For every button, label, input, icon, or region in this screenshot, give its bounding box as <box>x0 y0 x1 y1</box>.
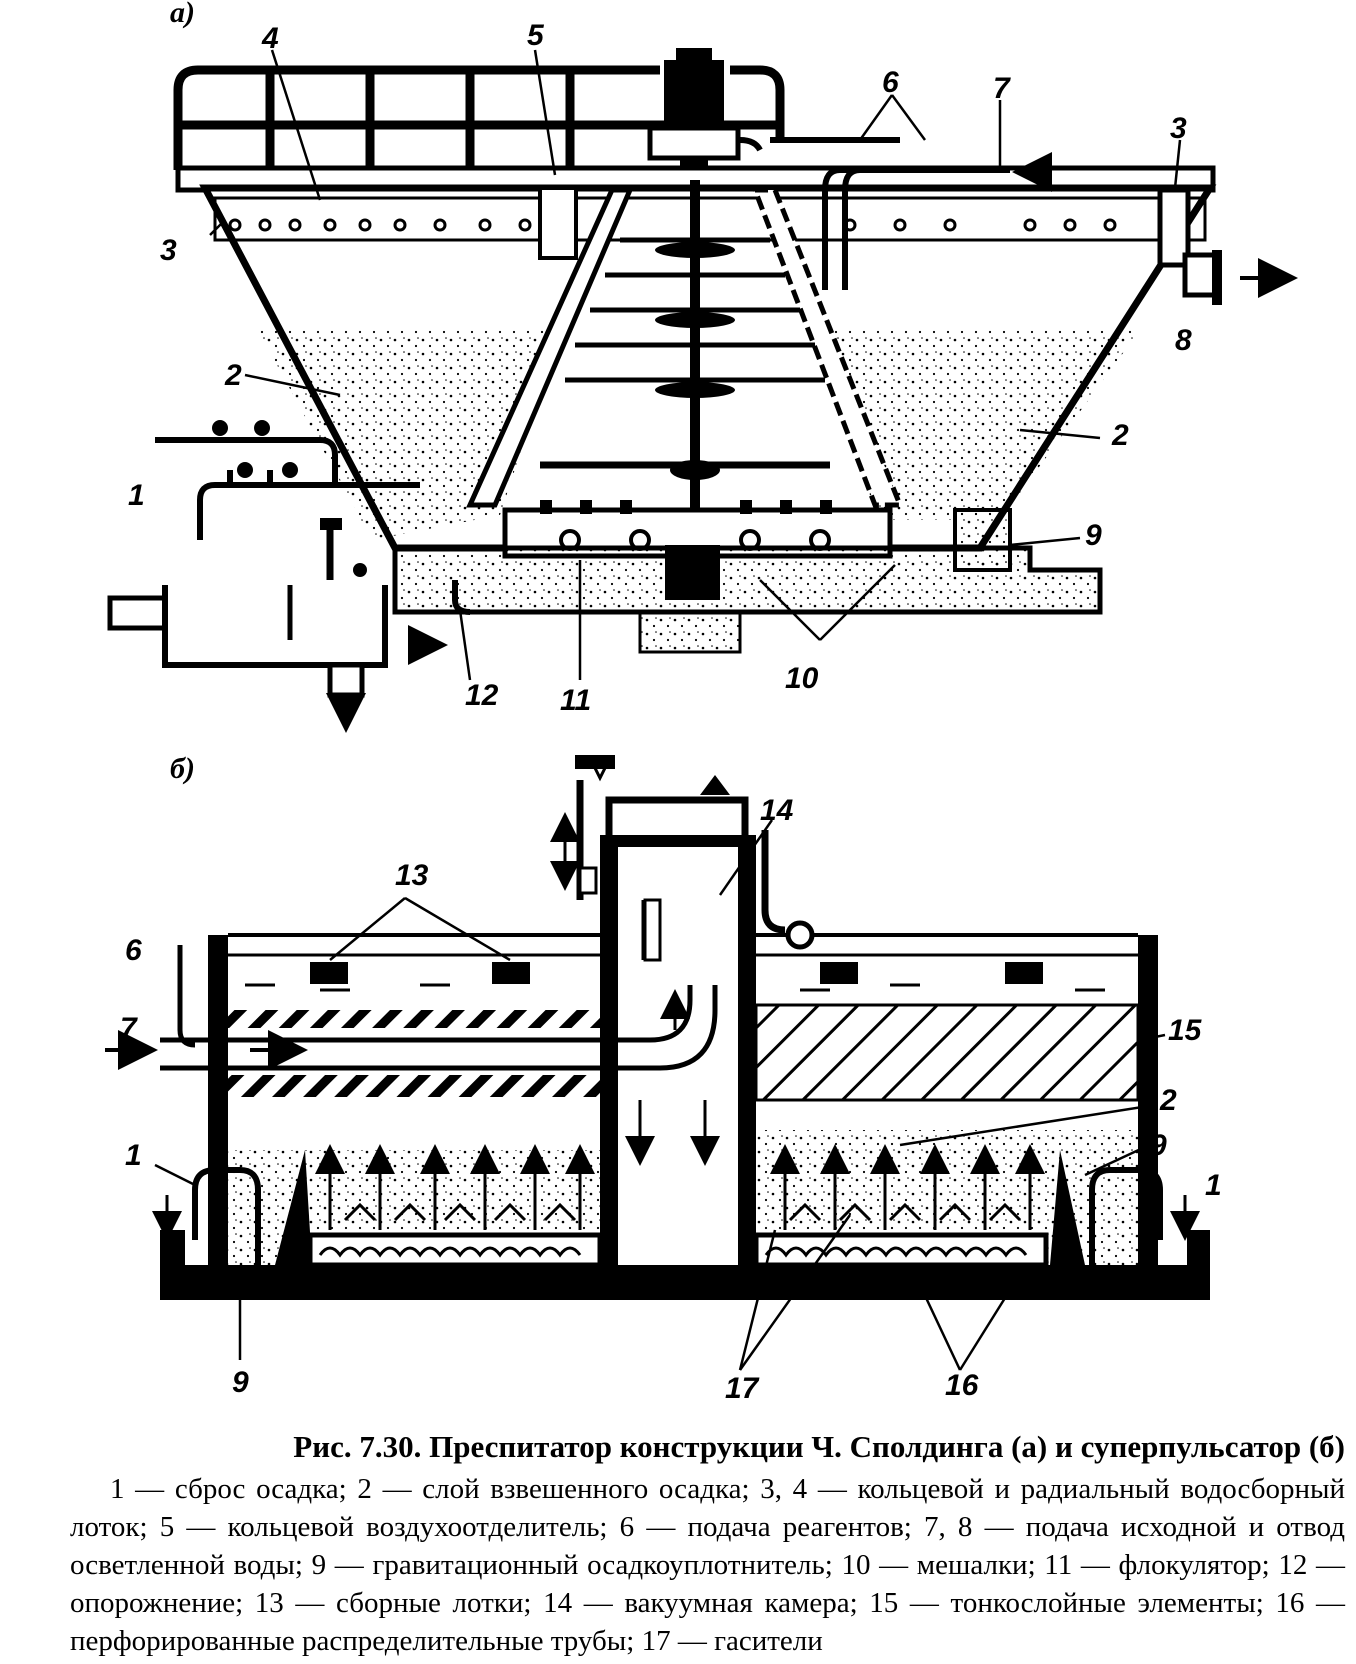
label-a-10: 10 <box>785 662 819 695</box>
thin-layer-top-left <box>228 1010 600 1028</box>
panel-a-label: а) <box>170 0 195 29</box>
foundation <box>392 545 1103 615</box>
upflow-arrows <box>315 989 1045 1230</box>
label-b-9-left: 9 <box>232 1366 249 1399</box>
label-a-11: 11 <box>560 684 591 717</box>
label-b-17: 17 <box>725 1372 760 1405</box>
label-b-1-right: 1 <box>1205 1169 1222 1202</box>
sludge-drain-piping <box>155 437 471 615</box>
label-a-3-right: 3 <box>1170 112 1187 145</box>
collecting-troughs-13 <box>310 962 1043 984</box>
railing <box>173 65 785 170</box>
suspended-sludge-right <box>830 330 1140 520</box>
water-surface <box>245 983 1105 992</box>
label-b-13: 13 <box>395 859 429 892</box>
label-a-5: 5 <box>527 19 545 52</box>
leader-lines-a <box>198 49 1182 681</box>
perforations <box>318 1246 1028 1258</box>
label-a-8: 8 <box>1175 324 1192 357</box>
thin-layer-bottom-left <box>228 1075 600 1097</box>
label-b-1-left: 1 <box>125 1139 142 1172</box>
flocculator-blades <box>655 242 735 480</box>
label-b-15: 15 <box>1168 1014 1203 1047</box>
vacuum-wall-right <box>738 838 756 1270</box>
wall-left <box>208 935 228 1270</box>
reagent-pipe-6 <box>177 945 196 1048</box>
caption-legend: 1 — сброс осадка; 2 — слой взвешенного о… <box>70 1473 1345 1657</box>
outlet-8 <box>1157 187 1222 305</box>
panel-b-label: б) <box>170 752 195 785</box>
label-a-3-left: 3 <box>160 234 177 267</box>
label-a-12: 12 <box>465 679 499 712</box>
figure-caption: Рис. 7.30. Преспитатор конструкции Ч. Сп… <box>70 1428 1345 1660</box>
label-b-16: 16 <box>945 1369 979 1402</box>
pulse-valve <box>575 755 615 895</box>
label-a-7: 7 <box>993 72 1011 105</box>
thickener-9 <box>953 508 1012 572</box>
label-a-1: 1 <box>128 479 145 512</box>
tank-floor <box>160 1265 1210 1300</box>
sludge-drain-1 <box>192 1167 1163 1290</box>
label-a-6: 6 <box>882 66 899 99</box>
label-b-9-right: 9 <box>1150 1129 1167 1162</box>
caption-title: Рис. 7.30. Преспитатор конструкции Ч. Сп… <box>293 1429 1345 1464</box>
label-b-14: 14 <box>760 794 794 827</box>
dampers-17 <box>343 1202 1022 1222</box>
label-b-6: 6 <box>125 934 142 967</box>
air-separator-5 <box>538 186 578 260</box>
inner-cone-right <box>751 187 904 508</box>
technical-diagram: а) <box>105 0 1298 1405</box>
inner-cone-left <box>466 187 634 508</box>
label-a-2-left: 2 <box>224 359 242 392</box>
drive-motor <box>647 48 741 178</box>
label-a-4: 4 <box>261 22 279 55</box>
thickener-cone-left <box>275 1150 312 1265</box>
label-a-2-right: 2 <box>1111 419 1129 452</box>
panel-a-precipitator: а) <box>107 0 1298 733</box>
vacuum-wall-left <box>600 838 618 1270</box>
feed-pipes <box>739 137 1010 290</box>
thin-layer-elements-15 <box>754 1003 1140 1102</box>
wall-right <box>1138 935 1158 1270</box>
valves <box>212 420 367 577</box>
thickener-cone-right <box>1050 1150 1085 1265</box>
label-b-2: 2 <box>1159 1084 1177 1117</box>
leader-lines-b <box>154 819 1166 1371</box>
label-b-7: 7 <box>120 1012 138 1045</box>
label-a-9: 9 <box>1085 519 1102 552</box>
drain-box <box>107 518 388 698</box>
panel-b-superpulsator: б) <box>105 752 1222 1405</box>
